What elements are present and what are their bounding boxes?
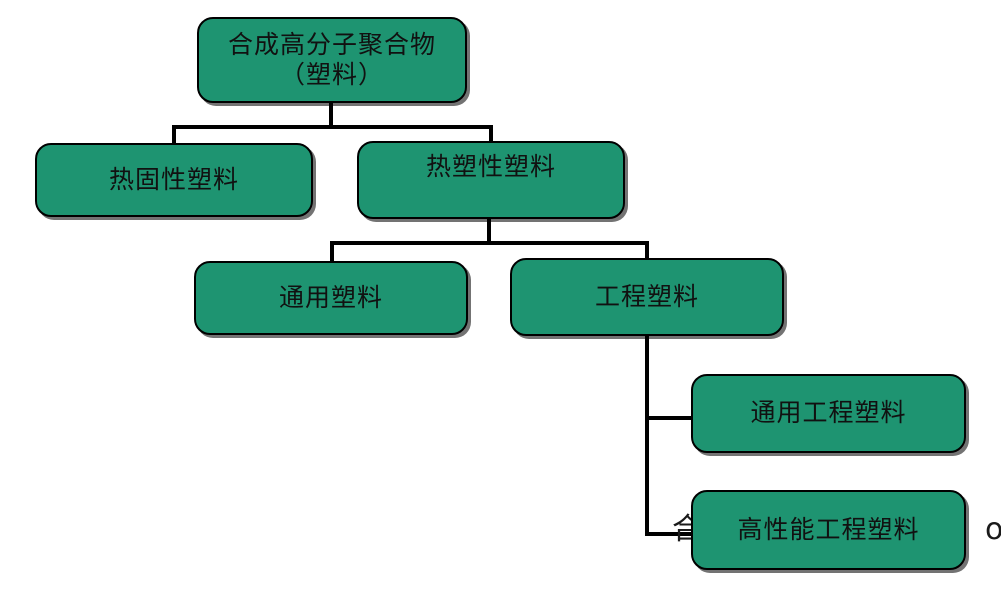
connector-engineering-to-general-eng [645, 416, 693, 420]
node-general-engineering-plastic[interactable]: 通用工程塑料 [691, 374, 966, 453]
connector-root-to-thermoplastic [489, 125, 493, 147]
node-general-plastic-label: 通用塑料 [278, 282, 383, 312]
connector-root-stem [329, 101, 333, 128]
node-high-performance-engineering-plastic[interactable]: 高性能工程塑料 [691, 490, 966, 570]
connector-root-bar [172, 125, 493, 129]
node-thermoplastic[interactable]: 热塑性塑料 [357, 141, 625, 219]
connector-root-to-thermoset [172, 125, 176, 147]
node-high-performance-engineering-plastic-label: 高性能工程塑料 [737, 514, 920, 544]
node-engineering-plastic-label: 工程塑料 [594, 281, 699, 311]
node-general-engineering-plastic-label: 通用工程塑料 [750, 398, 907, 428]
connector-engineering-trunk [645, 334, 649, 536]
node-root-label: 合成高分子聚合物 （塑料） [207, 30, 457, 91]
connector-thermoplastic-to-general [330, 241, 334, 264]
connector-thermoplastic-stem [487, 217, 491, 244]
node-thermoplastic-label: 热塑性塑料 [425, 152, 556, 181]
node-thermoset[interactable]: 热固性塑料 [35, 143, 313, 217]
background-text-right-fragment: o [985, 512, 1001, 547]
connector-engineering-to-high-perf-eng [645, 532, 693, 536]
node-root[interactable]: 合成高分子聚合物 （塑料） [197, 17, 467, 103]
node-general-plastic[interactable]: 通用塑料 [194, 261, 468, 335]
node-root-label-line1: 合成高分子聚合物 [227, 29, 436, 59]
connector-thermoplastic-bar [330, 241, 649, 245]
node-root-label-line2: （塑料） [279, 60, 384, 89]
node-engineering-plastic[interactable]: 工程塑料 [510, 258, 784, 336]
connector-thermoplastic-to-engineering [645, 241, 649, 264]
node-thermoset-label: 热固性塑料 [108, 164, 239, 194]
